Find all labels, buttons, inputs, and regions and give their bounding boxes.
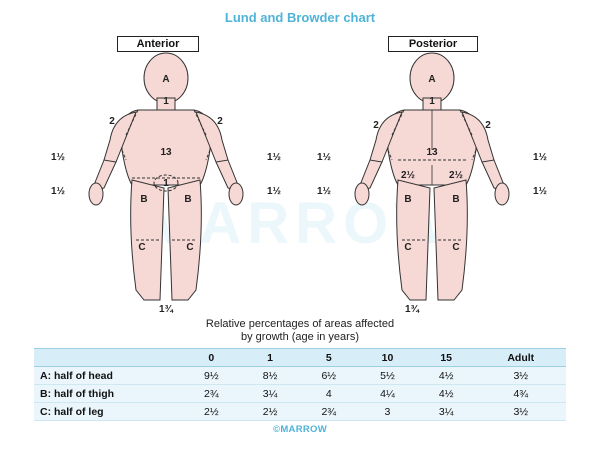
posterior-hand-right-label: 1½	[533, 186, 547, 197]
anterior-hand-left-label: 1½	[51, 186, 65, 197]
header-cell-adult: Adult	[475, 348, 566, 367]
header-cell-age-15: 15	[416, 348, 476, 367]
table-row: C: half of leg 2½ 2½ 2¾ 3 3¼ 3½	[34, 402, 566, 421]
posterior-zone-lines	[387, 109, 477, 161]
anterior-leg-right-label: C	[186, 242, 193, 253]
row-label-leg: C: half of leg	[34, 402, 182, 421]
table-caption: Relative percentages of areas affected b…	[150, 318, 450, 344]
anterior-upper-arm-right-label: 2	[217, 116, 223, 127]
table-row: A: half of head 9½ 8½ 6½ 5½ 4½ 3½	[34, 366, 566, 385]
posterior-buttock-left-label: 2½	[401, 170, 415, 181]
anterior-body-outline	[88, 52, 244, 301]
posterior-leg-right-label: C	[452, 242, 459, 253]
table-cell: 4¼	[358, 384, 417, 403]
body-figures: A 1 2 2 13 1½ 1½ 1 1½ 1½ B B C C 1¾ A 1 …	[51, 52, 547, 315]
anterior-neck-label: 1	[163, 96, 169, 107]
anterior-upper-arm-left-label: 2	[109, 116, 115, 127]
anterior-hand-right-label: 1½	[267, 186, 281, 197]
posterior-upper-arm-right-label: 2	[485, 120, 491, 131]
table-header-row: 0 1 5 10 15 Adult	[34, 348, 566, 367]
posterior-trunk-label: 13	[426, 147, 438, 158]
table-cell: 3½	[475, 366, 566, 385]
row-label-thigh: B: half of thigh	[34, 384, 182, 403]
posterior-forearm-left-label: 1½	[317, 152, 331, 163]
table-cell: 3½	[475, 402, 566, 421]
header-cell-age-5: 5	[299, 348, 359, 367]
anterior-foot-label: 1¾	[159, 304, 174, 315]
age-percentage-table: 0 1 5 10 15 Adult A: half of head 9½ 8½ …	[34, 348, 566, 421]
row-label-head: A: half of head	[34, 366, 182, 385]
posterior-forearm-right-label: 1½	[533, 152, 547, 163]
posterior-upper-arm-left-label: 2	[373, 120, 379, 131]
anterior-genital-zone	[153, 174, 179, 192]
caption-line-1: Relative percentages of areas affected	[205, 318, 395, 330]
table-cell: 8½	[240, 366, 300, 385]
anterior-head-label: A	[162, 74, 169, 85]
table-cell: 2¾	[182, 384, 241, 403]
header-cell-age-1: 1	[240, 348, 300, 367]
table-cell: 4½	[416, 384, 476, 403]
anterior-trunk-label: 13	[160, 147, 172, 158]
table-cell: 3¼	[240, 384, 300, 403]
header-cell-age-10: 10	[358, 348, 417, 367]
posterior-neck-label: 1	[429, 96, 435, 107]
anterior-forearm-left-label: 1½	[51, 152, 65, 163]
anterior-thigh-right-label: B	[184, 194, 191, 205]
anterior-forearm-right-label: 1½	[267, 152, 281, 163]
table-cell: 2½	[182, 402, 241, 421]
table-cell: 9½	[182, 366, 241, 385]
posterior-buttock-right-label: 2½	[449, 170, 463, 181]
anterior-figure: A 1 2 2 13 1½ 1½ 1 1½ 1½ B B C C 1¾	[51, 52, 281, 315]
posterior-foot-label: 1¾	[405, 304, 420, 315]
posterior-figure: A 1 2 2 13 1½ 1½ 2½ 2½ 1½ 1½ B B C C 1¾	[317, 52, 547, 315]
footer-brand: ©MARROW	[273, 424, 327, 435]
posterior-hand-left-label: 1½	[317, 186, 331, 197]
posterior-head-label: A	[428, 74, 435, 85]
chart-title: Lund and Browder chart	[224, 10, 376, 25]
anterior-genital-label: 1	[163, 178, 169, 189]
table-cell: 5½	[358, 366, 417, 385]
posterior-leg-left-label: C	[404, 242, 411, 253]
table-cell: 2¾	[299, 402, 359, 421]
posterior-thigh-left-label: B	[404, 194, 411, 205]
table-cell: 4½	[416, 366, 476, 385]
anterior-label: Anterior	[117, 36, 199, 52]
header-cell-age-0: 0	[182, 348, 241, 367]
caption-line-2: by growth (age in years)	[241, 331, 359, 343]
table-cell: 3¼	[416, 402, 476, 421]
posterior-label: Posterior	[388, 36, 478, 52]
table-cell: 6½	[299, 366, 359, 385]
anterior-thigh-left-label: B	[140, 194, 147, 205]
table-cell: 4¾	[475, 384, 566, 403]
anterior-zone-lines	[121, 109, 211, 179]
posterior-thigh-right-label: B	[452, 194, 459, 205]
header-cell-blank	[34, 348, 182, 367]
table-cell: 2½	[240, 402, 300, 421]
anterior-leg-left-label: C	[138, 242, 145, 253]
table-cell: 3	[358, 402, 417, 421]
table-row: B: half of thigh 2¾ 3¼ 4 4¼ 4½ 4¾	[34, 384, 566, 403]
table-cell: 4	[299, 384, 359, 403]
